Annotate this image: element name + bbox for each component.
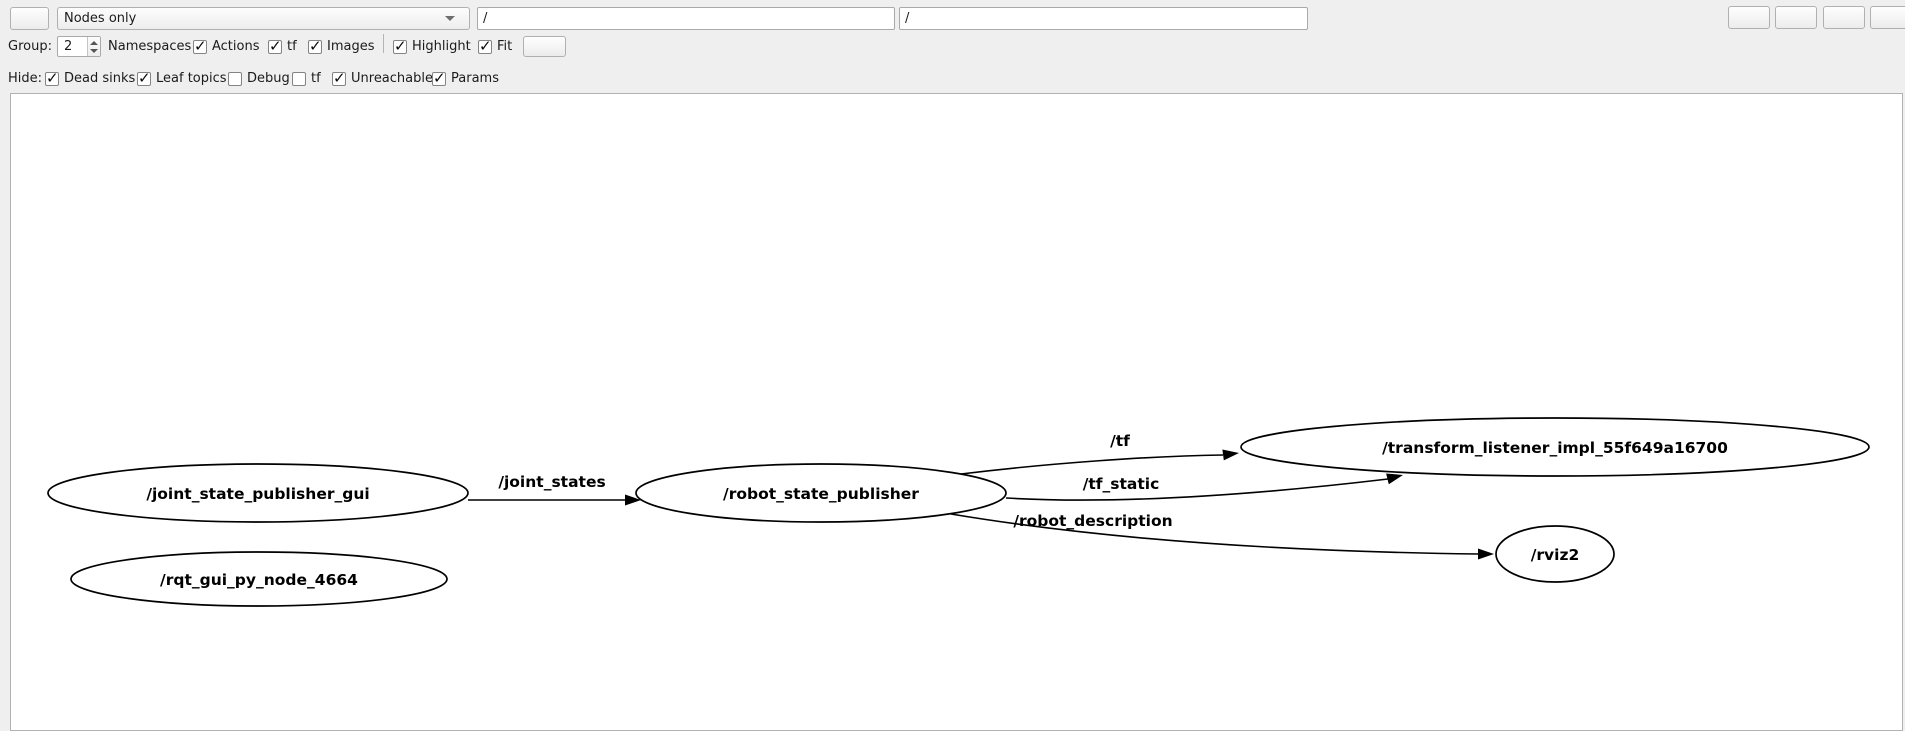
checkbox-unreachable[interactable]: ✓ Unreachable: [332, 68, 433, 89]
save-image-button[interactable]: [1870, 6, 1905, 29]
graph-node-label-joint_state_publisher_gui: /joint_state_publisher_gui: [146, 485, 369, 503]
checkbox-highlight[interactable]: ✓ Highlight: [393, 36, 471, 57]
save-svg-button[interactable]: [1823, 6, 1865, 29]
params-label: Params: [451, 71, 499, 86]
graph-canvas[interactable]: /joint_states/tf/tf_static/robot_descrip…: [10, 93, 1903, 731]
graph-edge-arrowhead-tf_static: [1386, 473, 1403, 485]
graph-node-joint_state_publisher_gui[interactable]: [47, 463, 469, 523]
graph-node-label-rqt_gui_py_node_4664: /rqt_gui_py_node_4664: [160, 571, 358, 589]
refresh-graph-button[interactable]: [10, 7, 49, 30]
highlight-label: Highlight: [412, 39, 471, 54]
checkmark-icon: ✓: [138, 68, 151, 87]
load-dot-button[interactable]: [1728, 6, 1770, 29]
checkbox-images[interactable]: ✓ Images: [308, 36, 375, 57]
params-checkbox[interactable]: ✓: [432, 68, 446, 87]
graph-node-rqt_gui_py_node_4664[interactable]: [70, 551, 448, 607]
fit-label: Fit: [497, 39, 513, 54]
group-spinbox[interactable]: 2: [57, 36, 101, 57]
checkmark-icon: ✓: [479, 36, 492, 55]
leaf-topics-label: Leaf topics: [156, 71, 227, 86]
graph-node-label-rviz2: /rviz2: [1531, 546, 1580, 564]
spin-up-icon[interactable]: [90, 40, 98, 45]
unreachable-label: Unreachable: [351, 71, 433, 86]
dead-sinks-label: Dead sinks: [64, 71, 136, 86]
fit-checkbox[interactable]: ✓: [478, 36, 492, 55]
graph-svg[interactable]: /joint_states/tf/tf_static/robot_descrip…: [11, 94, 1902, 730]
node-filter-value: /: [483, 11, 488, 26]
graph-node-label-robot_state_publisher: /robot_state_publisher: [723, 485, 919, 503]
checkbox-actions[interactable]: ✓ Actions: [193, 36, 260, 57]
graph-edge-arrowhead-joint_states: [625, 494, 641, 506]
graph-edge-arrowhead-tf: [1222, 449, 1239, 461]
checkbox-group-tf[interactable]: ✓ tf: [268, 36, 297, 57]
graph-edge-label-tf_static: /tf_static: [1083, 475, 1160, 493]
debug-label: Debug: [247, 71, 290, 86]
checkbox-hide-tf[interactable]: ✓ tf: [292, 68, 321, 89]
graph-edge-robot_description: [950, 513, 1479, 555]
checkmark-icon: ✓: [309, 36, 322, 55]
dead-sinks-checkbox[interactable]: ✓: [45, 68, 59, 87]
group-label: Group:: [8, 39, 52, 54]
checkbox-fit[interactable]: ✓ Fit: [478, 36, 512, 57]
spin-down-icon[interactable]: [90, 48, 98, 53]
topic-filter-value: /: [905, 11, 910, 26]
checkmark-icon: ✓: [394, 36, 407, 55]
graph-edge-label-tf: /tf: [1110, 432, 1130, 450]
spinner-arrows[interactable]: [87, 37, 100, 56]
checkmark-icon: ✓: [194, 36, 207, 55]
graph-edge-label-joint_states: /joint_states: [498, 473, 605, 491]
leaf-topics-checkbox[interactable]: ✓: [137, 68, 151, 87]
checkbox-dead-sinks[interactable]: ✓ Dead sinks: [45, 68, 135, 89]
chevron-down-icon: [445, 16, 455, 21]
checkbox-debug[interactable]: ✓ Debug: [228, 68, 290, 89]
graph-edge-label-robot_description: /robot_description: [1013, 512, 1172, 530]
graph-node-robot_state_publisher[interactable]: [635, 463, 1007, 523]
hide-tf-label: tf: [311, 71, 321, 86]
debug-checkbox[interactable]: ✓: [228, 71, 242, 86]
fit-in-view-button[interactable]: [523, 36, 566, 57]
graph-edge-arrowhead-robot_description: [1478, 548, 1494, 560]
checkmark-icon: ✓: [433, 68, 446, 87]
unreachable-checkbox[interactable]: ✓: [332, 68, 346, 87]
actions-label: Actions: [212, 39, 260, 54]
graph-type-value: Nodes only: [64, 11, 137, 26]
hide-tf-checkbox[interactable]: ✓: [292, 71, 306, 86]
group-tf-label: tf: [287, 39, 297, 54]
checkmark-icon: ✓: [333, 68, 346, 87]
toolbar-separator: [383, 34, 384, 53]
graph-node-label-transform_listener_impl_55f649a16700: /transform_listener_impl_55f649a16700: [1382, 439, 1728, 457]
checkbox-leaf-topics[interactable]: ✓ Leaf topics: [137, 68, 227, 89]
checkbox-params[interactable]: ✓ Params: [432, 68, 499, 89]
images-checkbox[interactable]: ✓: [308, 36, 322, 55]
group-spinbox-value: 2: [64, 39, 73, 54]
graph-type-combobox[interactable]: Nodes only: [57, 7, 470, 30]
actions-checkbox[interactable]: ✓: [193, 36, 207, 55]
graph-edge-tf: [960, 454, 1224, 475]
group-tf-checkbox[interactable]: ✓: [268, 36, 282, 55]
graph-node-rviz2[interactable]: [1495, 525, 1615, 583]
graph-node-transform_listener_impl_55f649a16700[interactable]: [1240, 417, 1870, 477]
hide-label: Hide:: [8, 71, 43, 86]
checkmark-icon: ✓: [46, 68, 59, 87]
topic-filter-input[interactable]: /: [899, 7, 1308, 30]
checkmark-icon: ✓: [269, 36, 282, 55]
node-filter-input[interactable]: /: [477, 7, 895, 30]
highlight-checkbox[interactable]: ✓: [393, 36, 407, 55]
namespaces-label: Namespaces: [108, 39, 192, 54]
images-label: Images: [327, 39, 375, 54]
graph-edge-tf_static: [1005, 478, 1389, 501]
save-dot-button[interactable]: [1775, 6, 1817, 29]
